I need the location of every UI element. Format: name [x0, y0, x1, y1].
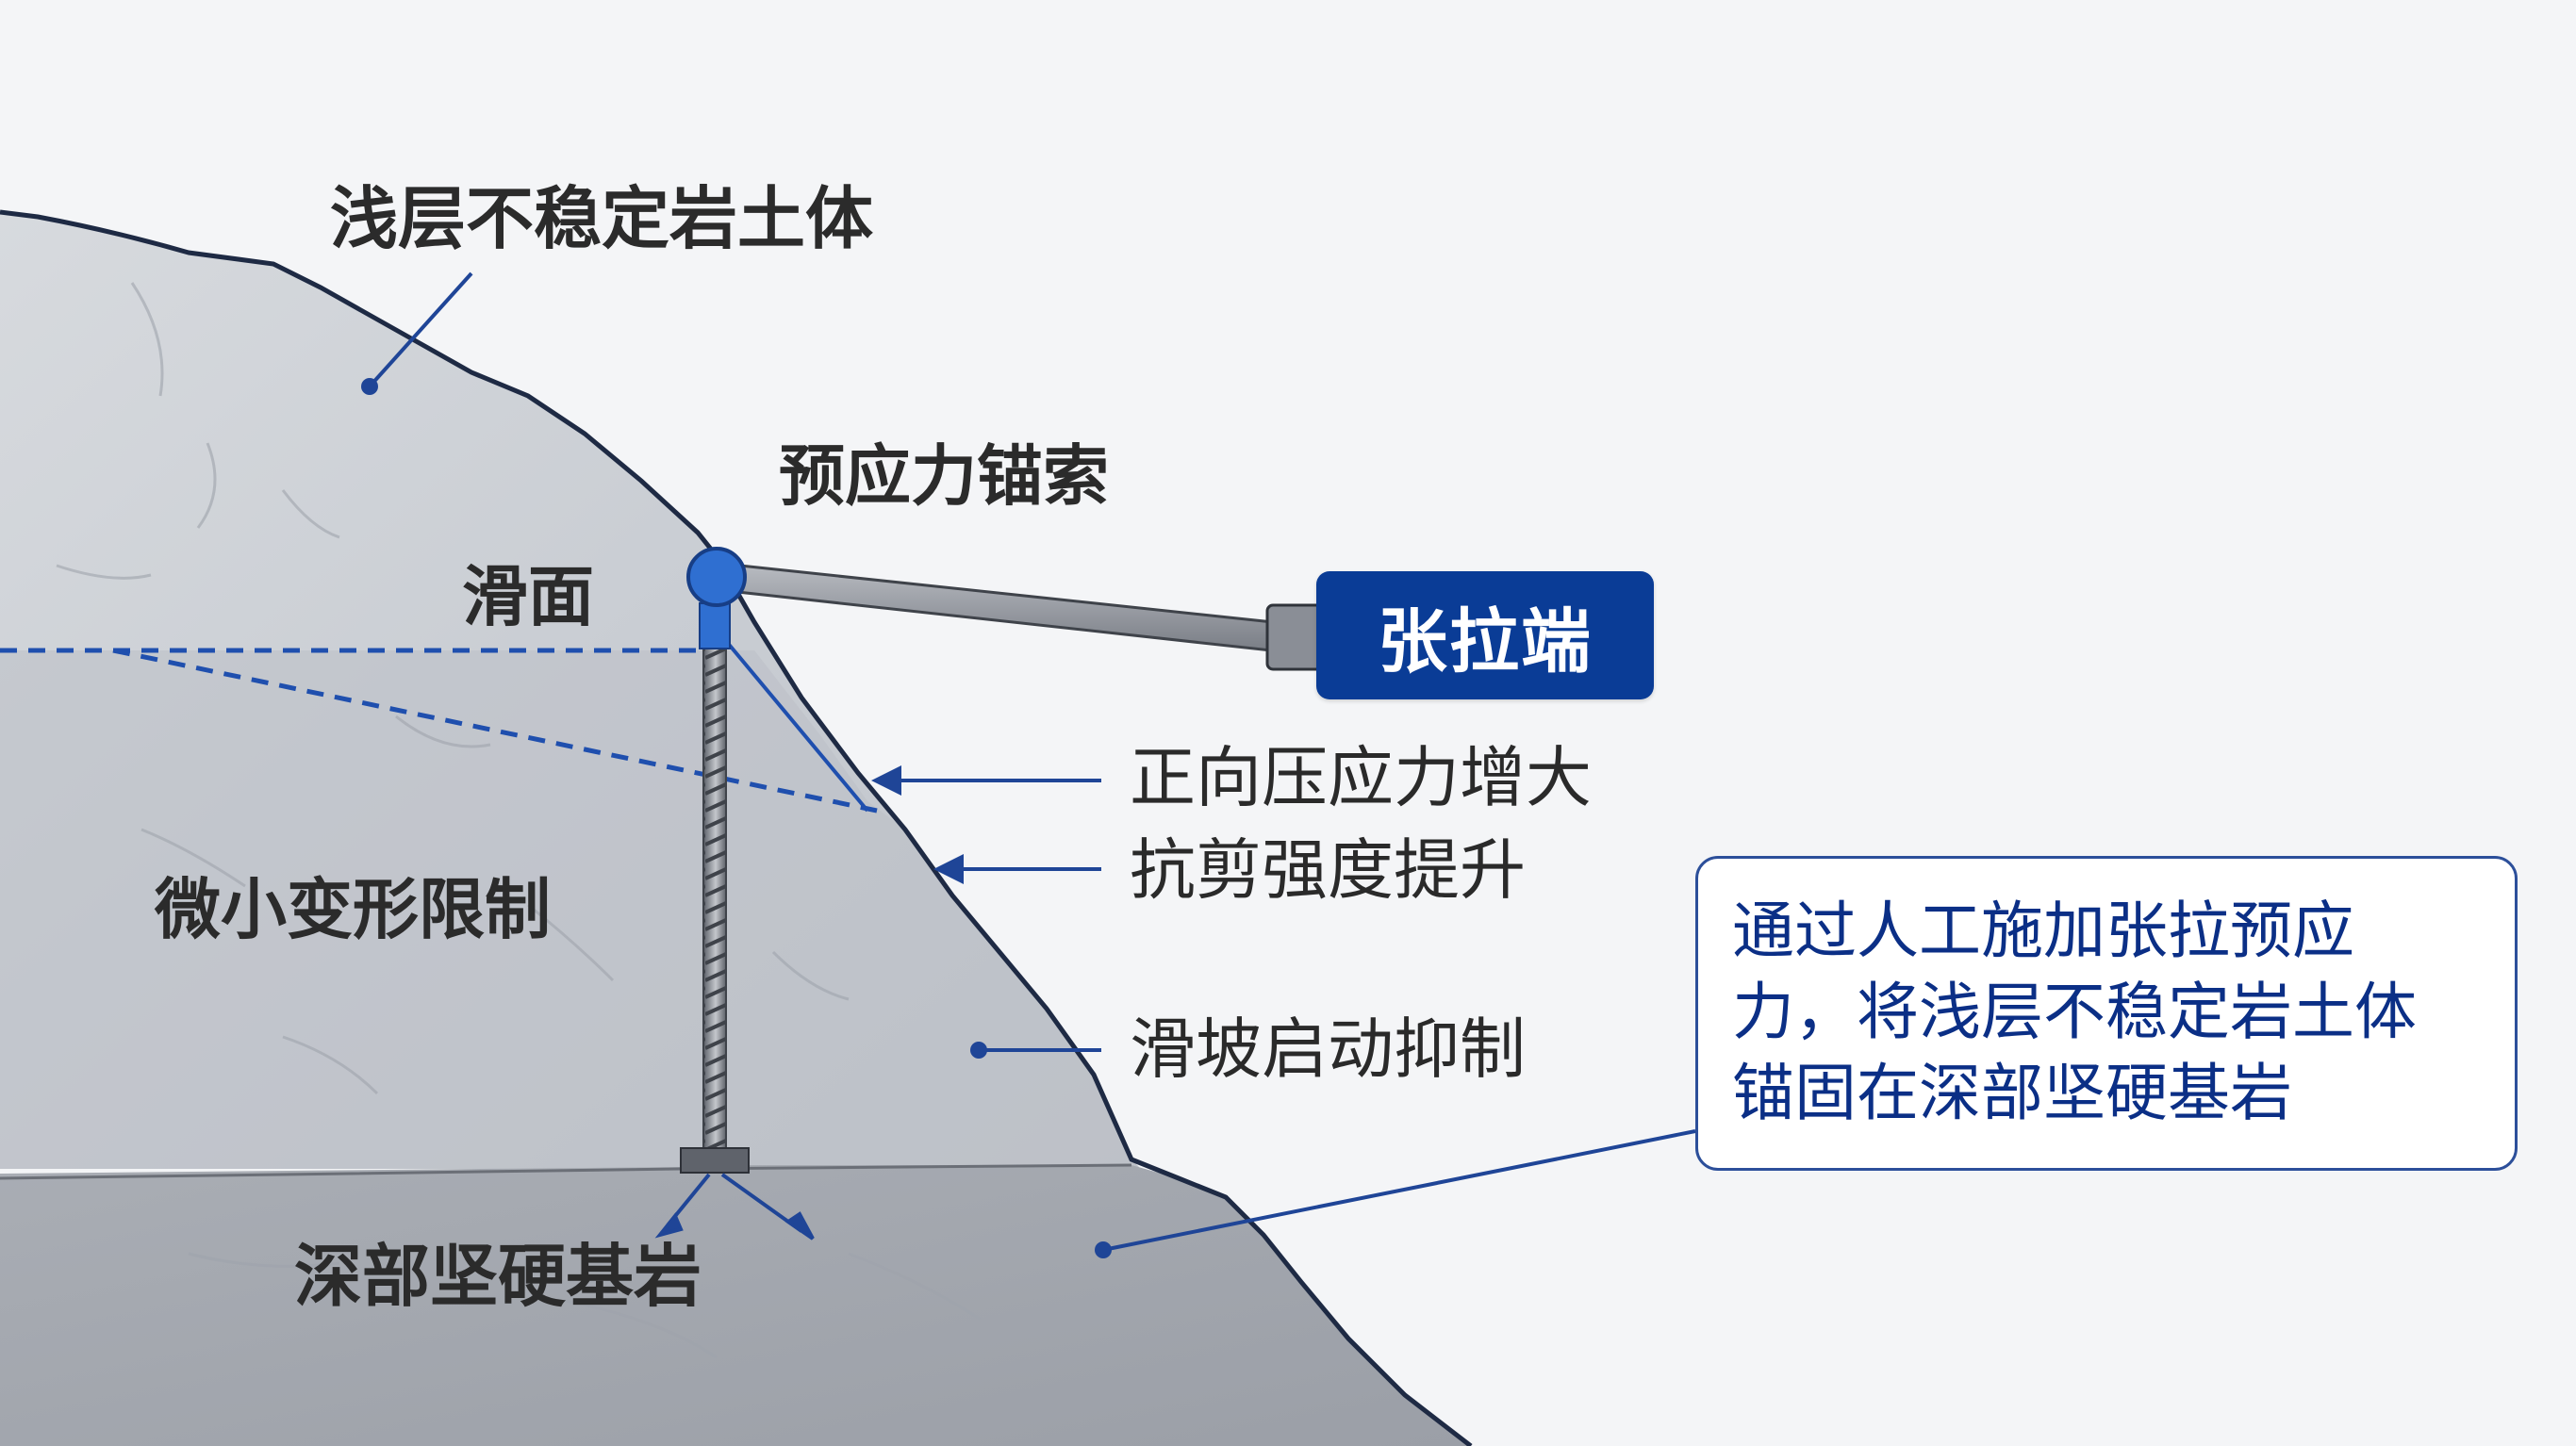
tendon-cable	[718, 562, 1275, 652]
sliding-zone	[0, 650, 1141, 1169]
tension-end-badge: 张拉端	[1316, 571, 1654, 699]
label-micro-deformation: 微小变形限制	[155, 871, 551, 948]
anchor-base-plate	[680, 1147, 750, 1174]
label-shallow-soil: 浅层不稳定岩土体	[330, 179, 874, 258]
anchor-rod-top-collar	[699, 602, 731, 649]
note-line: 力，将浅层不稳定岩土体	[1732, 976, 2417, 1048]
base-force-arrows	[654, 1173, 815, 1241]
deep-bedrock-mass	[0, 1165, 1471, 1446]
bedrock-boundary	[0, 1163, 1132, 1180]
anchor-rod	[702, 621, 727, 1158]
explanation-note: 通过人工施加张拉预应 力，将浅层不稳定岩土体 锚固在深部坚硬基岩	[1695, 856, 2518, 1171]
note-line: 锚固在深部坚硬基岩	[1732, 1057, 2292, 1129]
leader-arrowheads	[871, 765, 964, 884]
slope-outline	[0, 209, 1473, 1446]
note-line: 通过人工施加张拉预应	[1732, 895, 2354, 967]
leader-dots	[361, 378, 1112, 1258]
label-prestressed-anchor: 预应力锚索	[779, 437, 1109, 515]
label-compressive-stress: 正向压应力增大	[1130, 739, 1592, 816]
anchor-head	[686, 547, 747, 607]
leader-lines	[368, 271, 1696, 1252]
label-slip-surface: 滑面	[462, 558, 594, 635]
slip-surface-lines	[0, 648, 878, 813]
label-shear-strength: 抗剪强度提升	[1130, 831, 1526, 909]
slip-surface-solid	[724, 639, 869, 813]
rock-texture	[56, 282, 982, 1359]
label-landslide-suppression: 滑坡启动抑制	[1130, 1011, 1526, 1088]
label-deep-bedrock: 深部坚硬基岩	[294, 1237, 702, 1316]
